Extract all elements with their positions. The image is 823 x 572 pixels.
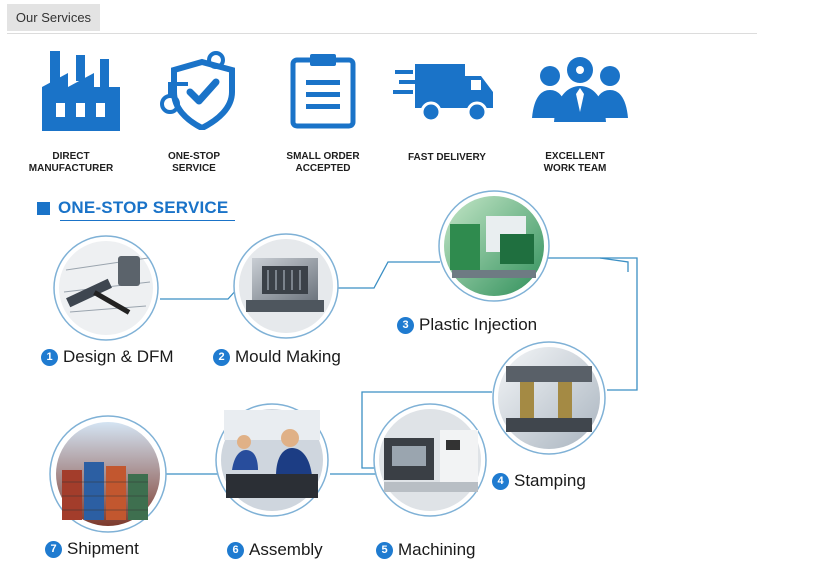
assembly-photo: [215, 403, 329, 517]
step-label-text: Shipment: [67, 539, 139, 558]
factory-icon: [42, 51, 120, 131]
delivery-truck-icon: [393, 64, 493, 123]
feature-label-work-team: EXCELLENT WORK TEAM: [543, 151, 607, 174]
step-number-badge: 7: [45, 540, 62, 558]
shield-check-icon: [160, 51, 235, 130]
step-label-text: Mould Making: [235, 347, 341, 366]
step-label-text: Stamping: [514, 471, 586, 490]
section-title-text: ONE-STOP SERVICE: [58, 198, 229, 217]
our-services-tab[interactable]: Our Services: [7, 4, 100, 31]
feature-label-one-stop: ONE-STOP SERVICE: [167, 151, 221, 174]
step-shipment: 7 Shipment: [45, 539, 139, 559]
machining-photo: [373, 403, 487, 517]
clipboard-icon: [290, 54, 356, 129]
team-icon: [532, 57, 628, 122]
mould-photo: [233, 233, 339, 339]
design-photo: [53, 235, 159, 341]
step-number-badge: 2: [213, 348, 230, 366]
step-stamping: 4 Stamping: [492, 471, 586, 491]
feature-label-fast-delivery: FAST DELIVERY: [408, 152, 486, 163]
step-machining: 5 Machining: [376, 540, 476, 560]
section-square-icon: [37, 201, 50, 215]
step-assembly: 6 Assembly: [227, 540, 323, 560]
injection-photo: [438, 190, 550, 302]
step-number-badge: 4: [492, 472, 509, 490]
step-label-text: Assembly: [249, 540, 323, 559]
shipment-photo: [49, 415, 167, 533]
step-design-dfm: 1 Design & DFM: [41, 347, 174, 367]
tab-divider: [7, 33, 757, 34]
step-label-text: Plastic Injection: [419, 315, 538, 334]
step-number-badge: 3: [397, 316, 414, 334]
section-title: ONE-STOP SERVICE: [37, 197, 228, 219]
step-label-text: Machining: [398, 540, 476, 559]
stamping-photo: [492, 341, 606, 455]
step-number-badge: 1: [41, 348, 58, 366]
step-mould-making: 2 Mould Making: [213, 347, 341, 367]
feature-label-direct-manufacturer: DIRECT MANUFACTURER: [28, 151, 114, 174]
step-label-text: Design & DFM: [63, 347, 174, 366]
step-number-badge: 5: [376, 541, 393, 559]
step-number-badge: 6: [227, 541, 244, 559]
feature-label-small-order: SMALL ORDER ACCEPTED: [286, 151, 360, 174]
step-plastic-injection: 3 Plastic Injection: [397, 315, 537, 335]
section-title-underline: [60, 220, 235, 221]
